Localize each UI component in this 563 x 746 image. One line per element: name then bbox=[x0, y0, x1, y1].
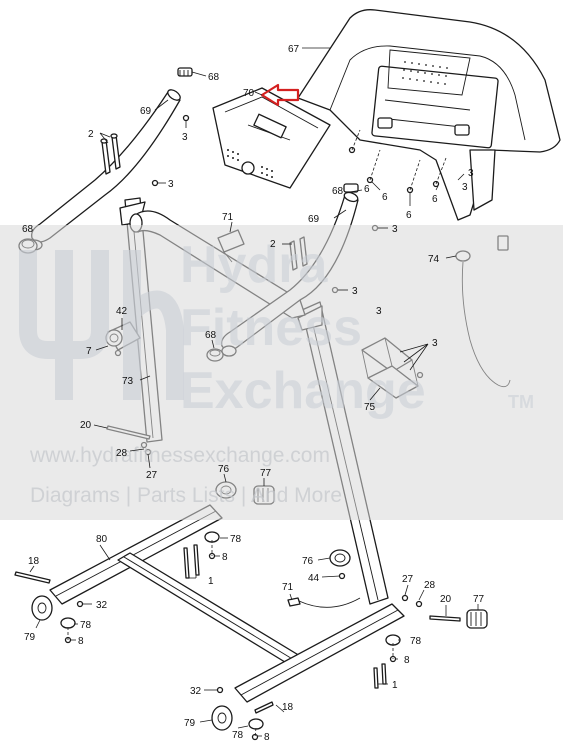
callout-71: 71 bbox=[222, 212, 234, 223]
overlay-keypads bbox=[227, 149, 273, 178]
callout-6: 6 bbox=[406, 210, 412, 221]
watermark-line-2: Fitness bbox=[180, 299, 362, 357]
callout-3: 3 bbox=[432, 338, 438, 349]
callout-28: 28 bbox=[424, 580, 436, 591]
highlight-arrow bbox=[260, 83, 300, 107]
callout-68: 68 bbox=[332, 186, 344, 197]
callout-3: 3 bbox=[168, 179, 174, 190]
callout-27: 27 bbox=[146, 470, 158, 481]
callout-8: 8 bbox=[264, 732, 270, 743]
callout-20: 20 bbox=[80, 420, 92, 431]
watermark-line-3: Exchange bbox=[180, 362, 426, 420]
wheel-79-right bbox=[211, 705, 233, 731]
leader-lines bbox=[29, 47, 479, 737]
callout-78: 78 bbox=[80, 620, 92, 631]
callout-68: 68 bbox=[22, 224, 34, 235]
console-hood bbox=[297, 9, 561, 221]
callout-42: 42 bbox=[116, 306, 128, 317]
console-overlay bbox=[212, 87, 331, 189]
callout-32: 32 bbox=[190, 686, 202, 697]
callout-70: 70 bbox=[243, 88, 255, 99]
callout-76: 76 bbox=[218, 464, 230, 475]
endcap-68-top bbox=[177, 67, 193, 77]
callout-18: 18 bbox=[282, 702, 294, 713]
callout-68: 68 bbox=[208, 72, 220, 83]
callout-27: 27 bbox=[402, 574, 414, 585]
callout-6: 6 bbox=[432, 194, 438, 205]
watermark: Hydra Fitness Exchange TM www.hydrafitne… bbox=[0, 225, 563, 520]
callout-79: 79 bbox=[24, 632, 36, 643]
wheel-79-left bbox=[31, 595, 53, 621]
assembly-dash-lines bbox=[67, 129, 447, 738]
callout-3: 3 bbox=[468, 168, 474, 179]
callout-8: 8 bbox=[222, 552, 228, 563]
callout-3: 3 bbox=[352, 286, 358, 297]
roller-76-bottom bbox=[329, 549, 351, 567]
callout-73: 73 bbox=[122, 376, 134, 387]
callout-79: 79 bbox=[184, 718, 196, 729]
callout-68: 68 bbox=[205, 330, 217, 341]
callout-78: 78 bbox=[232, 730, 244, 741]
callout-labels: 67 68 70 69 2 3 3 3 6 6 6 6 3 3 68 69 3 … bbox=[22, 44, 485, 743]
callout-32: 32 bbox=[96, 600, 108, 611]
callout-69: 69 bbox=[140, 106, 152, 117]
callout-18: 18 bbox=[28, 556, 40, 567]
callout-7: 7 bbox=[86, 346, 92, 357]
callout-3: 3 bbox=[376, 306, 382, 317]
callout-20: 20 bbox=[440, 594, 452, 605]
callout-6: 6 bbox=[364, 184, 370, 195]
callout-1: 1 bbox=[392, 680, 398, 691]
watermark-line-1: Hydra bbox=[180, 236, 328, 294]
callout-2: 2 bbox=[88, 129, 94, 140]
callout-78: 78 bbox=[230, 534, 242, 545]
callout-78: 78 bbox=[410, 636, 422, 647]
callout-6: 6 bbox=[382, 192, 388, 203]
callout-74: 74 bbox=[428, 254, 440, 265]
callout-8: 8 bbox=[78, 636, 84, 647]
callout-77: 77 bbox=[260, 468, 272, 479]
callout-28: 28 bbox=[116, 448, 128, 459]
wire-71-lower bbox=[287, 597, 361, 608]
callout-67: 67 bbox=[288, 44, 300, 55]
callout-76: 76 bbox=[302, 556, 314, 567]
callout-3: 3 bbox=[392, 224, 398, 235]
watermark-url: www.hydrafitnessexchange.com bbox=[29, 444, 330, 467]
callout-75: 75 bbox=[364, 402, 376, 413]
callout-1: 1 bbox=[208, 576, 214, 587]
watermark-logo bbox=[19, 250, 184, 400]
callout-69: 69 bbox=[308, 214, 320, 225]
callout-44: 44 bbox=[308, 573, 320, 584]
watermark-trademark: TM bbox=[508, 392, 534, 412]
callout-3: 3 bbox=[182, 132, 188, 143]
callout-3: 3 bbox=[462, 182, 468, 193]
callout-8: 8 bbox=[404, 655, 410, 666]
callout-80: 80 bbox=[96, 534, 108, 545]
callout-71: 71 bbox=[282, 582, 294, 593]
console-speaker-grille bbox=[402, 61, 448, 85]
base-frame bbox=[49, 504, 405, 703]
callout-2: 2 bbox=[270, 239, 276, 250]
foot-77-right bbox=[466, 609, 488, 629]
watermark-tagline: Diagrams | Parts Lists | And More bbox=[30, 484, 342, 507]
callout-77: 77 bbox=[473, 594, 485, 605]
